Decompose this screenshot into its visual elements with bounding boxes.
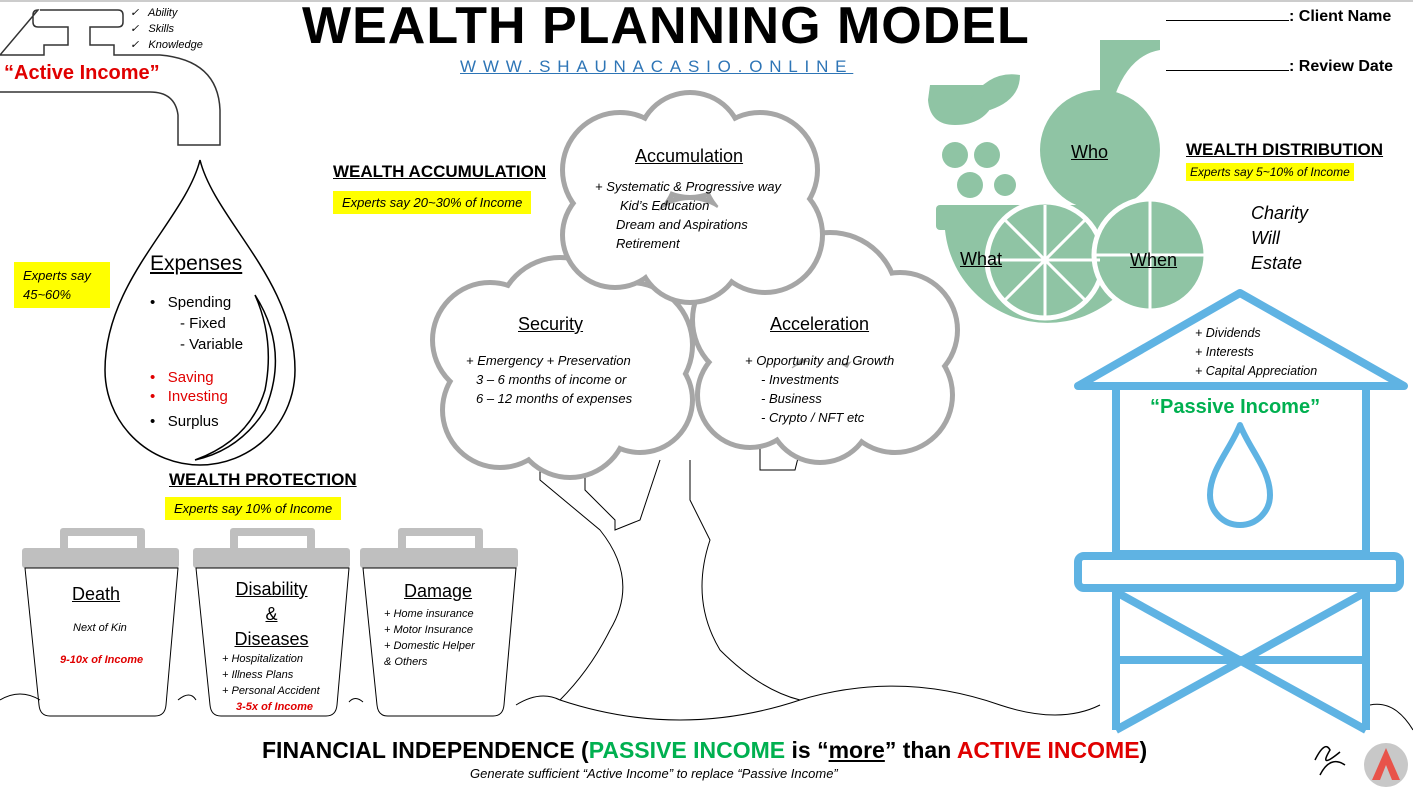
wealth-protection-heading: WEALTH PROTECTION [169,470,357,489]
disability-lines: + Hospitalization+ Illness Plans+ Person… [222,653,320,713]
expenses-title: Expenses [150,252,243,275]
death-title: Death [72,584,121,604]
expenses-experts-badge: Experts say 45~60% [14,262,110,308]
protection-buckets [22,528,518,717]
security-title: Security [518,314,584,334]
cloud-accumulation [560,90,825,305]
review-date-label: : Review Date [1289,58,1394,75]
damage-lines: + Home insurance+ Motor Insurance+ Domes… [384,608,475,668]
client-name-label: : Client Name [1289,8,1392,25]
acceleration-title: Acceleration [770,314,870,334]
footer-subtitle: Generate sufficient “Active Income” to r… [470,766,838,781]
check-icon: ✓ [130,23,140,35]
checklist-item: Skills [148,23,175,35]
tree-clouds [430,90,960,480]
skills-checklist: ✓ Ability ✓ Skills ✓ Knowledge [130,5,203,53]
tree-trunk [539,440,841,701]
death-sub: Next of Kin [73,622,127,634]
check-icon: ✓ [130,39,140,51]
accumulation-experts-badge: Experts say 20~30% of Income [333,191,532,214]
security-lines: + Emergency + Preservation 3 – 6 months … [466,353,633,406]
accumulation-title: Accumulation [635,146,744,166]
bucket-disability [193,528,350,717]
signature-logo [1314,743,1408,787]
passive-income-lines: + Dividends+ Interests+ Capital Apprecia… [1195,326,1318,378]
ground-wave [0,685,1413,731]
disability-title: Disability&Diseases [234,579,309,649]
acceleration-lines: + Opportunity and Growth - Investments -… [745,353,895,425]
page-title: WEALTH PLANNING MODEL [302,0,1030,55]
what-label: What [960,249,1003,269]
wealth-accumulation-heading: WEALTH ACCUMULATION [333,162,547,181]
client-name-field[interactable]: : Client Name [1166,8,1391,26]
checklist-item: Knowledge [148,39,203,51]
active-income-label: “Active Income” [4,62,160,84]
who-label: Who [1071,142,1109,162]
website-link[interactable]: WWW.SHAUNACASIO.ONLINE [460,57,854,76]
cloud-security [430,255,695,480]
water-drop-icon [104,159,296,466]
damage-title: Damage [404,581,473,601]
wealth-distribution-heading: WEALTH DISTRIBUTION [1186,140,1384,159]
fruit-basket-icon [928,40,1209,323]
when-label: When [1130,250,1178,270]
tap-icon [0,9,221,146]
checklist-item: Ability [147,7,178,19]
financial-independence-statement: FINANCIAL INDEPENDENCE (PASSIVE INCOME i… [262,737,1148,763]
protection-experts-badge: Experts say 10% of Income [165,497,342,520]
water-tower-icon [1074,289,1408,734]
accumulation-lines: + Systematic & Progressive way Kid’s Edu… [595,179,782,251]
distribution-experts-badge: Experts say 5~10% of Income [1186,163,1354,181]
passive-income-label: “Passive Income” [1150,396,1321,418]
bucket-damage [360,528,518,717]
expenses-list: • Spending - Fixed - Variable • Saving •… [150,294,244,430]
death-note: 9-10x of Income [60,654,144,666]
review-date-field[interactable]: : Review Date [1166,58,1393,76]
check-icon: ✓ [130,7,140,19]
bucket-death [22,528,179,717]
